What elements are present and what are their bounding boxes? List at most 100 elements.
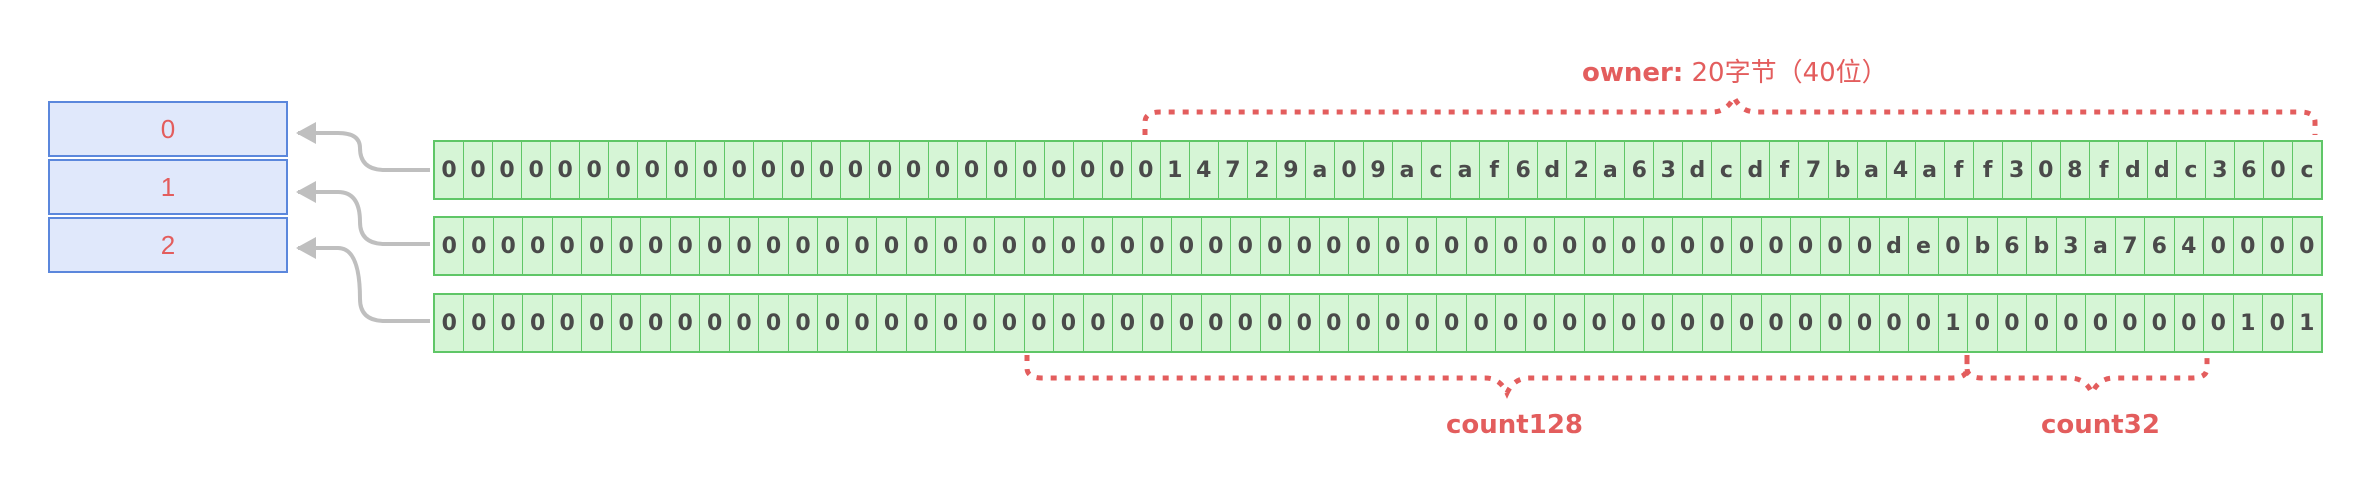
hex-cell: 3 bbox=[2057, 218, 2087, 274]
hex-cell: 0 bbox=[1349, 295, 1379, 351]
hex-cell: 0 bbox=[2263, 218, 2293, 274]
hex-cell: b bbox=[1968, 218, 1998, 274]
hex-cell: 0 bbox=[1762, 218, 1792, 274]
hex-cell: 0 bbox=[1880, 295, 1910, 351]
hex-cell: 0 bbox=[1850, 218, 1880, 274]
hex-cell: 0 bbox=[1143, 218, 1173, 274]
hex-cell: b bbox=[1829, 142, 1858, 198]
hex-cell: 0 bbox=[730, 218, 760, 274]
hex-cell: 0 bbox=[1025, 218, 1055, 274]
hex-cell: 0 bbox=[2299, 233, 2315, 259]
hex-cell: 0 bbox=[1673, 295, 1703, 351]
arrowhead-slot2 bbox=[296, 237, 316, 259]
hex-cell: 1 bbox=[1161, 142, 1190, 198]
hex-cell: 0 bbox=[1850, 295, 1880, 351]
hex-cell: 0 bbox=[1320, 295, 1350, 351]
hex-cell: 0 bbox=[1614, 295, 1644, 351]
hex-cell: 3 bbox=[2206, 142, 2235, 198]
hex-cell: 0 bbox=[1290, 218, 1320, 274]
hex-cell: 0 bbox=[1644, 218, 1674, 274]
count32-brace bbox=[1964, 355, 2210, 399]
hex-cell: a bbox=[1306, 142, 1335, 198]
hex-cell: 0 bbox=[667, 142, 697, 198]
hex-cell: 0 bbox=[435, 142, 465, 198]
hex-cell: 0 bbox=[1349, 218, 1379, 274]
hex-cell: 0 bbox=[553, 218, 583, 274]
hex-cell: 6 bbox=[1509, 142, 1539, 198]
hex-cell: e bbox=[1909, 218, 1939, 274]
hex-cell: 0 bbox=[580, 142, 610, 198]
hex-cell: 0 bbox=[870, 142, 900, 198]
hex-cell: c bbox=[1422, 142, 1452, 198]
hex-cell: f bbox=[1770, 142, 1800, 198]
hex-cell: 0 bbox=[1644, 295, 1674, 351]
hex-cell: 0 bbox=[1408, 218, 1438, 274]
hex-cell: b bbox=[2027, 218, 2057, 274]
hex-cell: 0 bbox=[848, 218, 878, 274]
hex-cell: c bbox=[1712, 142, 1742, 198]
hex-cell: 0 bbox=[995, 295, 1025, 351]
hex-cell: 6 bbox=[1625, 142, 1655, 198]
hex-cell: 0 bbox=[696, 142, 726, 198]
hex-cell: 0 bbox=[582, 218, 612, 274]
hex-cell: 0 bbox=[1231, 218, 1261, 274]
hex-cell: 0 bbox=[464, 142, 494, 198]
hex-cell: 0 bbox=[1231, 295, 1261, 351]
arrowhead-slot0 bbox=[296, 122, 316, 144]
hex-cell: 0 bbox=[1113, 295, 1143, 351]
hex-cell: 0 bbox=[464, 218, 494, 274]
owner-annotation: owner: 20字节（40位） bbox=[1582, 52, 1888, 89]
hex-cell: 4 bbox=[1887, 142, 1916, 198]
hex-cell: 0 bbox=[1467, 295, 1497, 351]
hex-cell: 0 bbox=[1939, 218, 1969, 274]
hex-cell: 0 bbox=[1585, 295, 1615, 351]
hex-cell: 0 bbox=[730, 295, 760, 351]
hex-cell: f bbox=[2090, 142, 2119, 198]
hex-cell: 0 bbox=[987, 142, 1016, 198]
hex-cell: 0 bbox=[1909, 295, 1939, 351]
hex-cell: c bbox=[2300, 157, 2314, 183]
hex-cell: 0 bbox=[582, 295, 612, 351]
hex-cell: 0 bbox=[1437, 218, 1467, 274]
hex-cell: 0 bbox=[494, 218, 524, 274]
hex-cell: 0 bbox=[818, 218, 848, 274]
hex-cell: 0 bbox=[848, 295, 878, 351]
hex-cell: 0 bbox=[966, 218, 996, 274]
hex-cell: c bbox=[2177, 142, 2206, 198]
hex-cell: 0 bbox=[1496, 295, 1526, 351]
hex-cell: 0 bbox=[2234, 218, 2264, 274]
hex-cell: 0 bbox=[2175, 295, 2205, 351]
hex-cell: 0 bbox=[523, 295, 553, 351]
slot-index: 2 bbox=[160, 229, 176, 260]
hex-cell: 0 bbox=[995, 218, 1025, 274]
hex-cell: 0 bbox=[936, 295, 966, 351]
hex-cell: 0 bbox=[1821, 218, 1851, 274]
storage-slot-2: 2 bbox=[48, 217, 288, 273]
hex-cell: 0 bbox=[700, 295, 730, 351]
hex-cell: 0 bbox=[1202, 218, 1232, 274]
slot-index: 1 bbox=[160, 171, 176, 202]
count32-label: count32 bbox=[2041, 410, 2160, 440]
hex-cell: 2 bbox=[1567, 142, 1597, 198]
hex-cell: 2 bbox=[1248, 142, 1277, 198]
hex-cell: 0 bbox=[1762, 295, 1792, 351]
hex-cell: 0 bbox=[435, 218, 465, 274]
hex-cell: 0 bbox=[1016, 142, 1045, 198]
hex-cell: 9 bbox=[1277, 142, 1306, 198]
hex-cell: 0 bbox=[1172, 295, 1202, 351]
hex-cell: 0 bbox=[641, 295, 671, 351]
hex-cell: 0 bbox=[2027, 295, 2057, 351]
hex-cell: 0 bbox=[1467, 218, 1497, 274]
hex-cell: 0 bbox=[1791, 218, 1821, 274]
hex-cell: 1 bbox=[1939, 295, 1969, 351]
hex-cell: 0 bbox=[1172, 218, 1202, 274]
hex-cell: 0 bbox=[936, 218, 966, 274]
hex-cell: 3 bbox=[2003, 142, 2032, 198]
hex-cell: 0 bbox=[641, 218, 671, 274]
hex-cell: 3 bbox=[1654, 142, 1684, 198]
hex-cell: 0 bbox=[2116, 295, 2146, 351]
storage-slot-0: 0 bbox=[48, 101, 288, 157]
